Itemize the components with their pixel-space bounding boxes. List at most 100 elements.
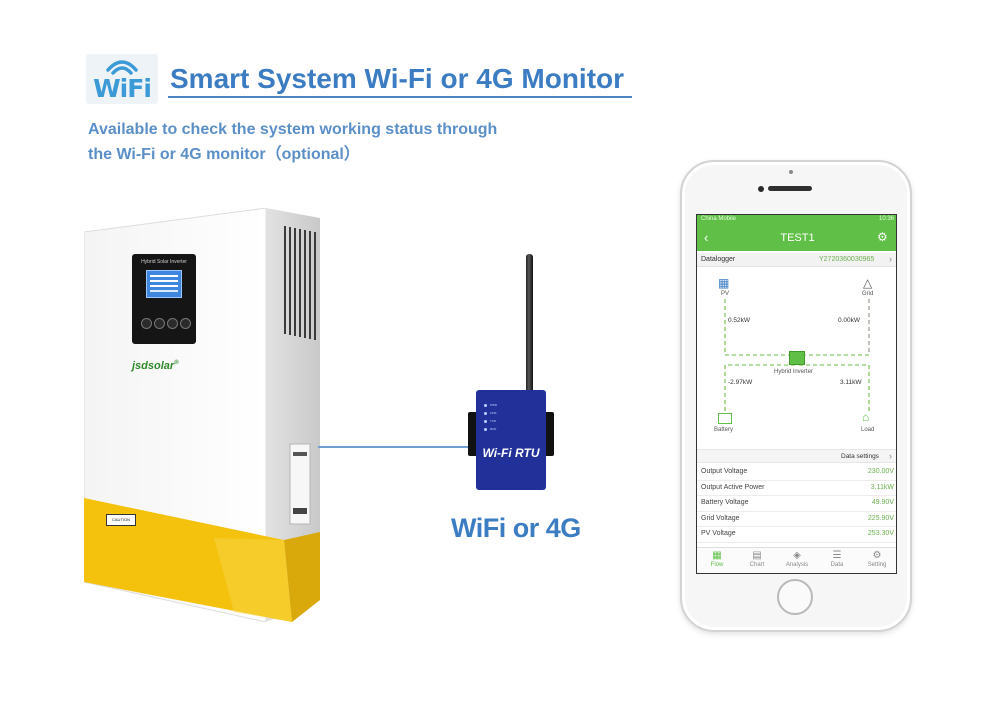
tab-label: Analysis — [785, 562, 809, 568]
chevron-right-icon: › — [889, 451, 892, 461]
status-bar: China Mobile 10:36 — [697, 215, 896, 226]
connection-label: WiFi or 4G — [451, 513, 581, 543]
caution-label: CAUTION — [106, 514, 136, 526]
smartphone: China Mobile 10:36 ‹ TEST1 ⚙ Datalogger … — [680, 160, 912, 632]
metrics-list: Output Voltage 230.00V Output Active Pow… — [697, 465, 896, 543]
datalogger-label: Datalogger — [701, 256, 736, 263]
wifi-logo: WiFi — [86, 54, 158, 104]
pv-label: PV — [721, 291, 730, 297]
rtu-mount-right — [544, 412, 554, 456]
metric-name: Output Active Power — [701, 483, 765, 491]
home-load-icon: ⌂ — [862, 410, 870, 424]
tab-chart[interactable]: ▤ Chart — [737, 550, 777, 568]
inverter-display-title: Hybrid Solar Inverter — [141, 259, 187, 265]
tab-label: Setting — [867, 562, 887, 568]
metric-name: Output Voltage — [701, 468, 748, 475]
tab-setting[interactable]: ⚙ Setting — [857, 550, 896, 568]
metric-value: 230.00V — [867, 468, 894, 475]
metric-value: 3.11kW — [870, 483, 894, 491]
metric-name: Grid Voltage — [701, 514, 740, 522]
rtu-led-label: RXD — [490, 427, 497, 431]
carrier-text: China Mobile — [701, 216, 737, 222]
inverter-label: Hybrid inverter — [774, 369, 814, 375]
metric-row: Battery Voltage 49.90V — [697, 496, 896, 512]
app-screen: China Mobile 10:36 ‹ TEST1 ⚙ Datalogger … — [696, 214, 897, 574]
antenna-icon — [526, 254, 533, 392]
data-settings-row[interactable]: Data settings › — [697, 449, 896, 463]
data-settings-label: Data settings — [841, 453, 879, 460]
metric-row: Grid Voltage 225.90V — [697, 512, 896, 528]
inverter-body — [84, 208, 320, 622]
tab-flow[interactable]: ▦ Flow — [697, 550, 737, 568]
metric-name: Battery Voltage — [701, 499, 749, 507]
rs485-cable — [318, 446, 476, 448]
metric-row: Output Active Power 3.11kW — [697, 481, 896, 497]
metric-value: 49.90V — [871, 499, 894, 507]
hybrid-inverter-unit: Hybrid Solar Inverter jsdsolar CAUTION — [84, 208, 324, 622]
clock-text: 10:36 — [878, 216, 894, 222]
chart-icon: ▤ — [752, 550, 762, 561]
page-title: Smart System Wi-Fi or 4G Monitor — [170, 63, 625, 94]
metric-row: Output Voltage 230.00V — [697, 465, 896, 481]
rtu-body: PWR LINK TXD RXD Wi-Fi RTU — [476, 390, 546, 490]
inverter-button-2 — [154, 318, 165, 329]
battery-power-value: -2.97kW — [728, 379, 753, 386]
rtu-led-txd — [484, 420, 487, 423]
subtitle-line-2: the Wi-Fi or 4G monitor（optional） — [88, 146, 360, 163]
wifi-rtu-device: PWR LINK TXD RXD Wi-Fi RTU — [466, 254, 556, 494]
battery-label: Battery — [714, 427, 734, 433]
grid-power-value: 0.00kW — [838, 317, 861, 324]
rtu-label: Wi-Fi RTU — [482, 446, 540, 460]
home-button[interactable] — [777, 579, 813, 615]
back-icon[interactable]: ‹ — [704, 230, 709, 245]
inverter-button-3 — [167, 318, 178, 329]
metric-value: 225.90V — [867, 514, 894, 522]
rtu-mount-left — [468, 412, 478, 456]
title-underline — [168, 96, 632, 98]
rtu-led-label: PWR — [490, 403, 497, 407]
grid-tower-icon: △ — [863, 276, 873, 290]
phone-speaker — [768, 186, 812, 191]
inverter-icon — [789, 351, 805, 365]
metric-name: PV Voltage — [701, 530, 736, 538]
load-power-value: 3.11kW — [840, 379, 862, 386]
bottom-tab-bar: ▦ Flow ▤ Chart ◈ Analysis ☰ Data ⚙ Setti… — [697, 547, 896, 573]
inverter-lcd-screen — [146, 270, 182, 298]
app-title: TEST1 — [780, 232, 815, 244]
inverter-button-4 — [180, 318, 191, 329]
grid-label: Grid — [862, 291, 874, 297]
metric-value: 253.30V — [867, 530, 894, 538]
tab-label: Chart — [749, 562, 765, 568]
flow-lines — [724, 299, 870, 411]
inverter-brand-logo: jsdsolar — [132, 360, 179, 372]
inverter-button-1 — [141, 318, 152, 329]
inverter-control-panel: Hybrid Solar Inverter — [132, 254, 196, 344]
battery-icon — [718, 413, 732, 424]
setting-icon: ⚙ — [872, 550, 882, 561]
rtu-led-rxd — [484, 428, 487, 431]
chevron-right-icon: › — [889, 254, 892, 264]
pv-power-value: 0.52kW — [728, 317, 751, 324]
datalogger-row[interactable]: Datalogger Y2720360030965 › — [697, 253, 896, 267]
front-camera-icon — [758, 186, 764, 192]
datalogger-serial: Y2720360030965 — [819, 256, 875, 263]
rtu-led-label: TXD — [490, 419, 496, 423]
phone-sensor — [789, 170, 793, 174]
page-subtitle: Available to check the system working st… — [88, 117, 497, 167]
settings-gear-icon[interactable]: ⚙ — [877, 230, 888, 244]
rtu-led-pwr — [484, 404, 487, 407]
solar-panel-icon: ▦ — [718, 276, 730, 290]
flow-icon: ▦ — [712, 550, 722, 561]
rtu-led-label: LINK — [490, 411, 497, 415]
subtitle-line-1: Available to check the system working st… — [88, 121, 498, 138]
rtu-led-link — [484, 412, 487, 415]
tab-analysis[interactable]: ◈ Analysis — [777, 550, 817, 568]
data-icon: ☰ — [832, 550, 842, 561]
tab-data[interactable]: ☰ Data — [817, 550, 857, 568]
load-label: Load — [861, 427, 875, 433]
metric-row: PV Voltage 253.30V — [697, 527, 896, 543]
app-nav-bar: ‹ TEST1 ⚙ — [697, 226, 896, 251]
tab-label: Data — [830, 562, 844, 568]
analysis-icon: ◈ — [793, 550, 801, 561]
tab-label: Flow — [710, 562, 724, 568]
